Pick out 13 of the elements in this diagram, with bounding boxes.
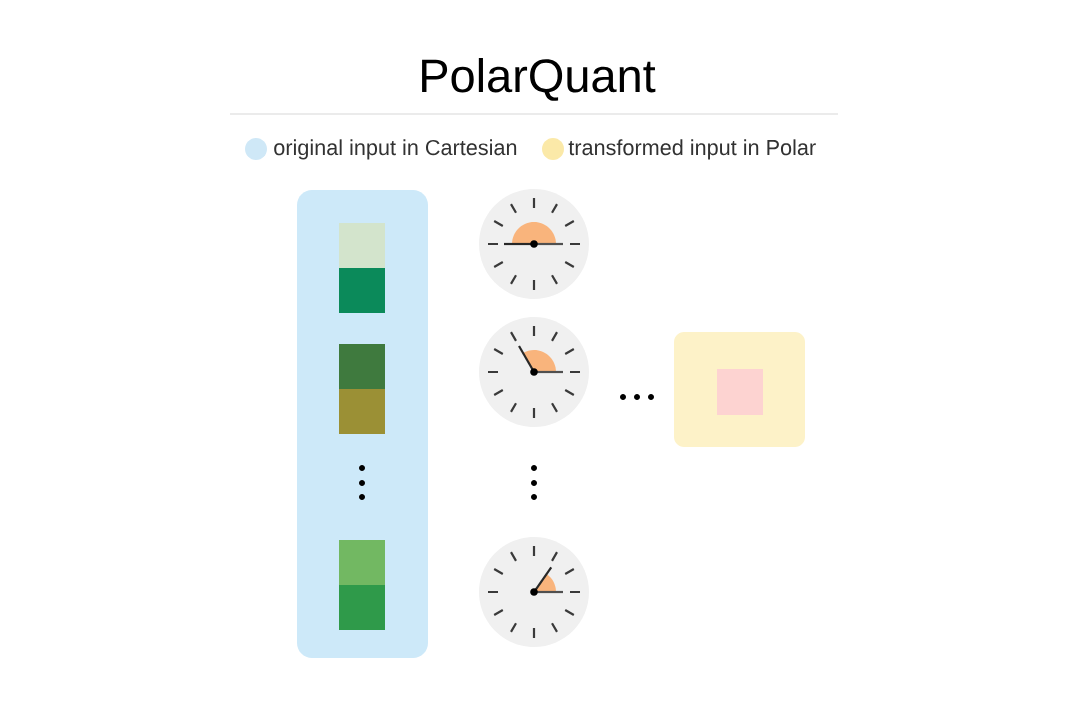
clock-icon	[479, 317, 589, 427]
block	[339, 344, 385, 389]
legend-text: original input in Cartesian	[274, 139, 517, 160]
clock-icon	[479, 537, 589, 647]
legend-text: transformed input in Polar	[568, 139, 816, 160]
block	[717, 369, 763, 415]
clock-icon	[479, 189, 589, 299]
block	[339, 540, 385, 585]
block	[339, 268, 385, 313]
block	[339, 389, 385, 434]
block	[339, 585, 385, 630]
title: PolarQuant	[422, 58, 656, 101]
block	[339, 223, 385, 268]
